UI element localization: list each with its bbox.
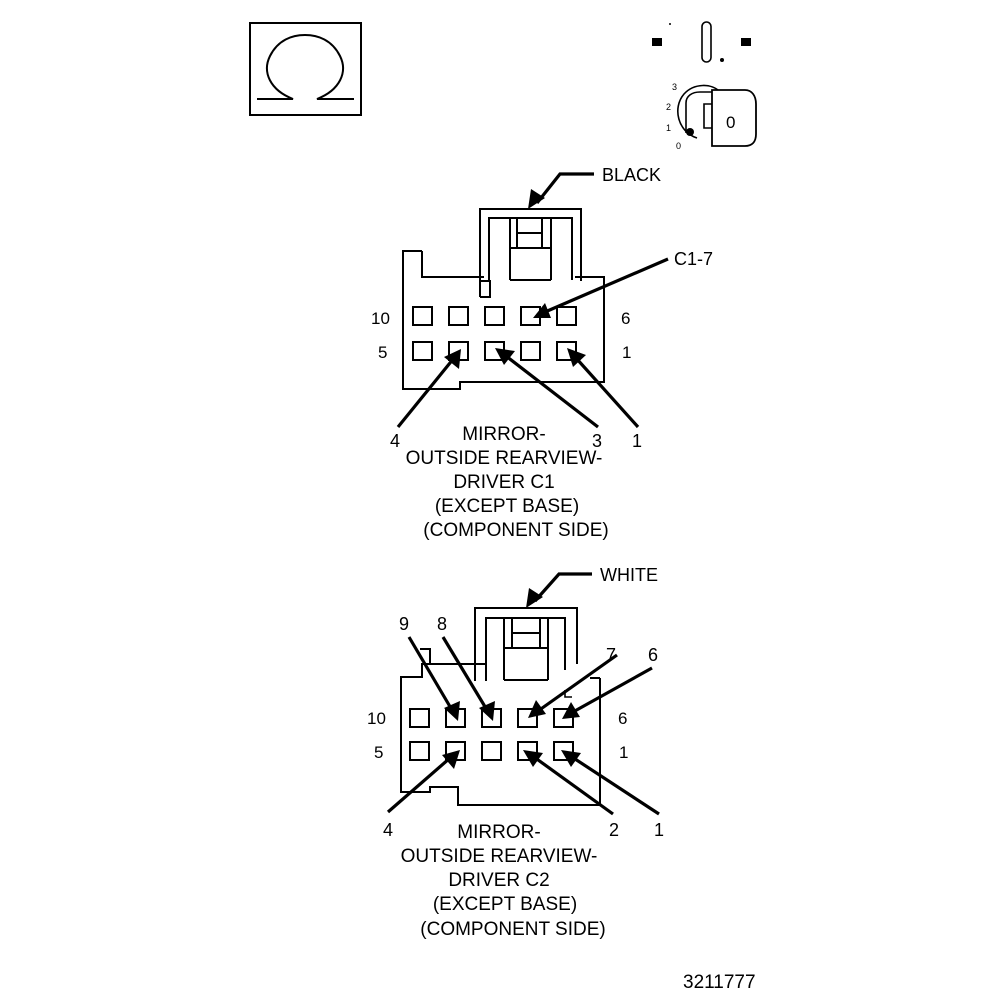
c2-pin-label-9: 9 (399, 614, 409, 634)
connector-c2: WHITE (367, 565, 664, 940)
c1-row-label-6: 6 (621, 309, 630, 328)
c1-color-label: BLACK (602, 165, 661, 185)
svg-text:MIRROR-: MIRROR- (462, 424, 545, 445)
svg-text:DRIVER C1: DRIVER C1 (453, 472, 554, 493)
c1-title: MIRROR- OUTSIDE REARVIEW- DRIVER C1 (EXC… (406, 424, 609, 541)
c1-pin-callout: C1-7 (674, 249, 713, 269)
c2-color-label: WHITE (600, 565, 658, 585)
ignition-pos-3: 3 (672, 82, 677, 92)
c2-pin-label-1: 1 (654, 820, 664, 840)
c2-pin-label-2: 2 (609, 820, 619, 840)
c1-pin-label-3: 3 (592, 431, 602, 451)
c1-row-label-10: 10 (371, 309, 390, 328)
ignition-pos-2: 2 (666, 102, 671, 112)
c1-row-label-5: 5 (378, 343, 387, 362)
c2-title: MIRROR- OUTSIDE REARVIEW- DRIVER C2 (EXC… (401, 822, 606, 940)
c1-pin-label-1: 1 (632, 431, 642, 451)
c2-pin-label-8: 8 (437, 614, 447, 634)
svg-text:(EXCEPT BASE): (EXCEPT BASE) (435, 496, 579, 517)
svg-text:MIRROR-: MIRROR- (457, 822, 540, 843)
key-label: 0 (726, 113, 735, 132)
svg-text:(COMPONENT SIDE): (COMPONENT SIDE) (420, 919, 605, 940)
c1-color-arrowhead (528, 189, 545, 209)
c2-row-label-10: 10 (367, 709, 386, 728)
c2-pin-label-7: 7 (606, 645, 616, 665)
ignition-pos-0: 0 (676, 141, 681, 151)
c2-row-label-6: 6 (618, 709, 627, 728)
figure-number: 3211777 (683, 972, 756, 993)
ignition-pos-1: 1 (666, 123, 671, 133)
svg-text:OUTSIDE REARVIEW-: OUTSIDE REARVIEW- (406, 448, 603, 469)
svg-text:OUTSIDE REARVIEW-: OUTSIDE REARVIEW- (401, 846, 598, 867)
c2-pin-label-6: 6 (648, 645, 658, 665)
omega-symbol-icon (249, 22, 362, 116)
c1-row-label-1: 1 (622, 343, 631, 362)
c1-connector-body (402, 208, 605, 390)
svg-text:DRIVER C2: DRIVER C2 (448, 870, 549, 891)
c2-row-label-5: 5 (374, 743, 383, 762)
ignition-switch-icon: 0 0 1 2 3 (652, 21, 757, 151)
connector-c1: BLACK (371, 165, 713, 541)
svg-text:(COMPONENT SIDE): (COMPONENT SIDE) (423, 520, 608, 541)
c2-row-label-1: 1 (619, 743, 628, 762)
svg-text:(EXCEPT BASE): (EXCEPT BASE) (433, 894, 577, 915)
c2-pin-label-4: 4 (383, 820, 393, 840)
c1-pin-label-4: 4 (390, 431, 400, 451)
